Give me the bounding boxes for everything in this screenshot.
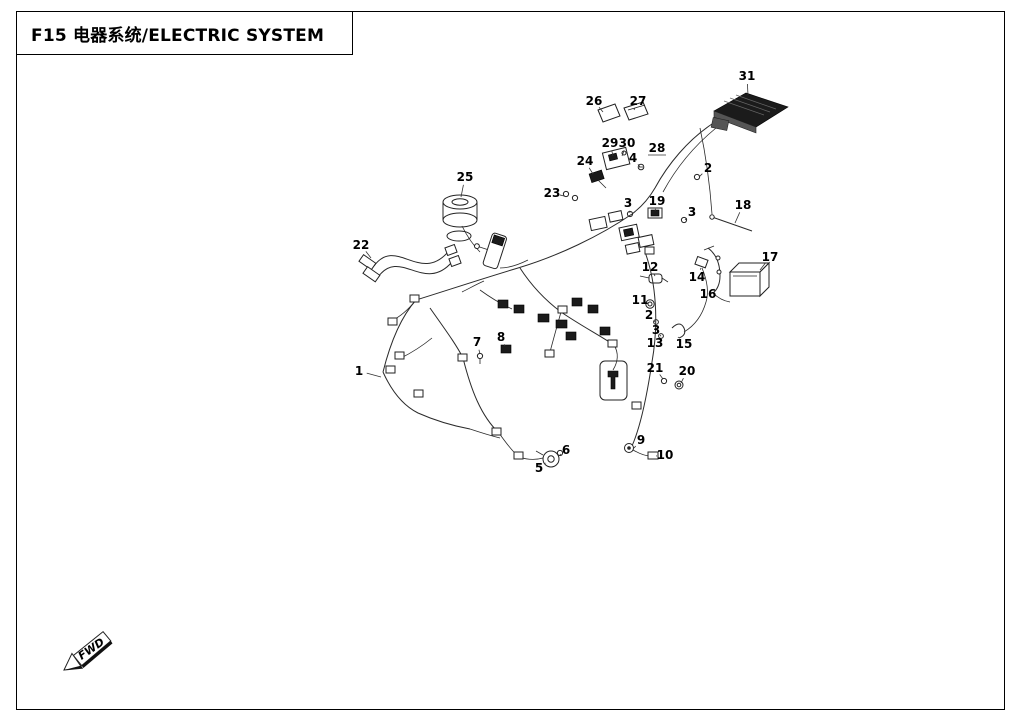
callout-4: 4 (629, 151, 637, 165)
box-17 (728, 261, 771, 298)
callout-leader-20 (680, 377, 684, 384)
callout-7: 7 (473, 335, 481, 349)
callout-27: 27 (630, 94, 647, 108)
callout-10: 10 (657, 448, 674, 462)
callout-leader-29 (611, 150, 614, 157)
callout-leader-3 (659, 334, 662, 337)
callout-16: 16 (700, 287, 717, 301)
oxygen-sensor-cables (358, 243, 462, 283)
callout-leader-1 (366, 372, 382, 378)
callout-28: 28 (649, 141, 666, 155)
ignition-switch (442, 194, 481, 253)
grommet-11 (645, 299, 655, 309)
callout-leader-25 (460, 184, 464, 198)
screw-2-top (693, 173, 701, 181)
sensor-14 (683, 255, 709, 333)
callout-leader-4 (637, 164, 641, 168)
callout-21: 21 (647, 361, 664, 375)
callout-3: 3 (688, 205, 696, 219)
connector-10 (647, 451, 659, 460)
callout-31: 31 (739, 69, 756, 83)
callout-leader-31 (747, 83, 749, 96)
callout-30: 30 (619, 136, 636, 150)
sensor-9 (624, 443, 651, 457)
callout-leader-12 (653, 273, 656, 277)
callout-14: 14 (689, 270, 706, 284)
harness-connectors (385, 246, 655, 460)
callout-leader-2 (653, 320, 656, 323)
callout-3: 3 (652, 323, 660, 337)
callout-29: 29 (602, 136, 619, 150)
callout-leader-9 (633, 445, 637, 449)
callout-leader-6 (559, 453, 562, 456)
callout-18: 18 (735, 198, 752, 212)
callout-26: 26 (586, 94, 603, 108)
callout-12: 12 (642, 260, 659, 274)
callout-leader-24 (588, 167, 594, 175)
callout-13: 13 (647, 336, 664, 350)
callout-leader-7 (478, 349, 481, 355)
callout-leader-21 (659, 374, 664, 380)
callout-1: 1 (355, 364, 363, 378)
bracket-29-30 (601, 146, 631, 171)
callout-2: 2 (704, 161, 712, 175)
connector-8 (500, 344, 512, 354)
callout-leader-15 (677, 336, 680, 339)
callout-leader-27 (633, 108, 636, 111)
callout-22: 22 (353, 238, 370, 252)
callout-19: 19 (649, 194, 666, 208)
bolt-7 (476, 352, 484, 364)
callout-25: 25 (457, 170, 474, 184)
callout-leader-8 (503, 344, 506, 347)
callout-20: 20 (679, 364, 696, 378)
page-border (16, 11, 1005, 710)
relay-cluster (588, 210, 655, 255)
callout-leader-17 (759, 263, 766, 271)
fuse-box (599, 360, 642, 410)
callout-2: 2 (645, 308, 653, 322)
callout-leader-23 (559, 194, 565, 197)
callout-17: 17 (762, 250, 779, 264)
callout-23: 23 (544, 186, 561, 200)
screws-23 (562, 190, 579, 202)
callout-15: 15 (676, 337, 693, 351)
bracket-16 (703, 245, 731, 303)
ecu-wires (631, 123, 717, 215)
callout-leader-30 (621, 150, 625, 157)
ignition-coil (474, 232, 529, 270)
bracket-27 (623, 101, 649, 121)
callout-5: 5 (535, 461, 543, 475)
callout-8: 8 (497, 330, 505, 344)
callout-9: 9 (637, 433, 645, 447)
horn (535, 449, 564, 468)
fwd-arrow: FWD (63, 630, 113, 671)
callout-leader-18 (734, 212, 741, 224)
bolt-21 (660, 377, 668, 385)
bracket-26 (597, 103, 621, 123)
bolt-3-right (680, 216, 688, 224)
callout-leader-22 (365, 251, 372, 259)
ecu (710, 92, 789, 134)
wiring-harness (382, 213, 657, 460)
page-title: F15 电器系统/ELECTRIC SYSTEM (31, 25, 325, 46)
callout-leader-13 (659, 337, 662, 340)
callout-3: 3 (624, 196, 632, 210)
callout-leader-2 (698, 173, 703, 178)
callout-leader-3 (684, 217, 688, 221)
hook-15 (671, 323, 686, 339)
rod-18 (709, 214, 753, 232)
fuse-holder-12 (639, 273, 669, 284)
callout-6: 6 (562, 443, 570, 457)
callout-11: 11 (632, 293, 649, 307)
callout-leader-26 (598, 106, 604, 113)
callout-24: 24 (577, 154, 594, 168)
title-box: F15 电器系统/ELECTRIC SYSTEM (16, 11, 353, 55)
relay-24 (588, 169, 607, 189)
bolt-4 (637, 163, 645, 171)
callout-leader-14 (699, 267, 702, 270)
